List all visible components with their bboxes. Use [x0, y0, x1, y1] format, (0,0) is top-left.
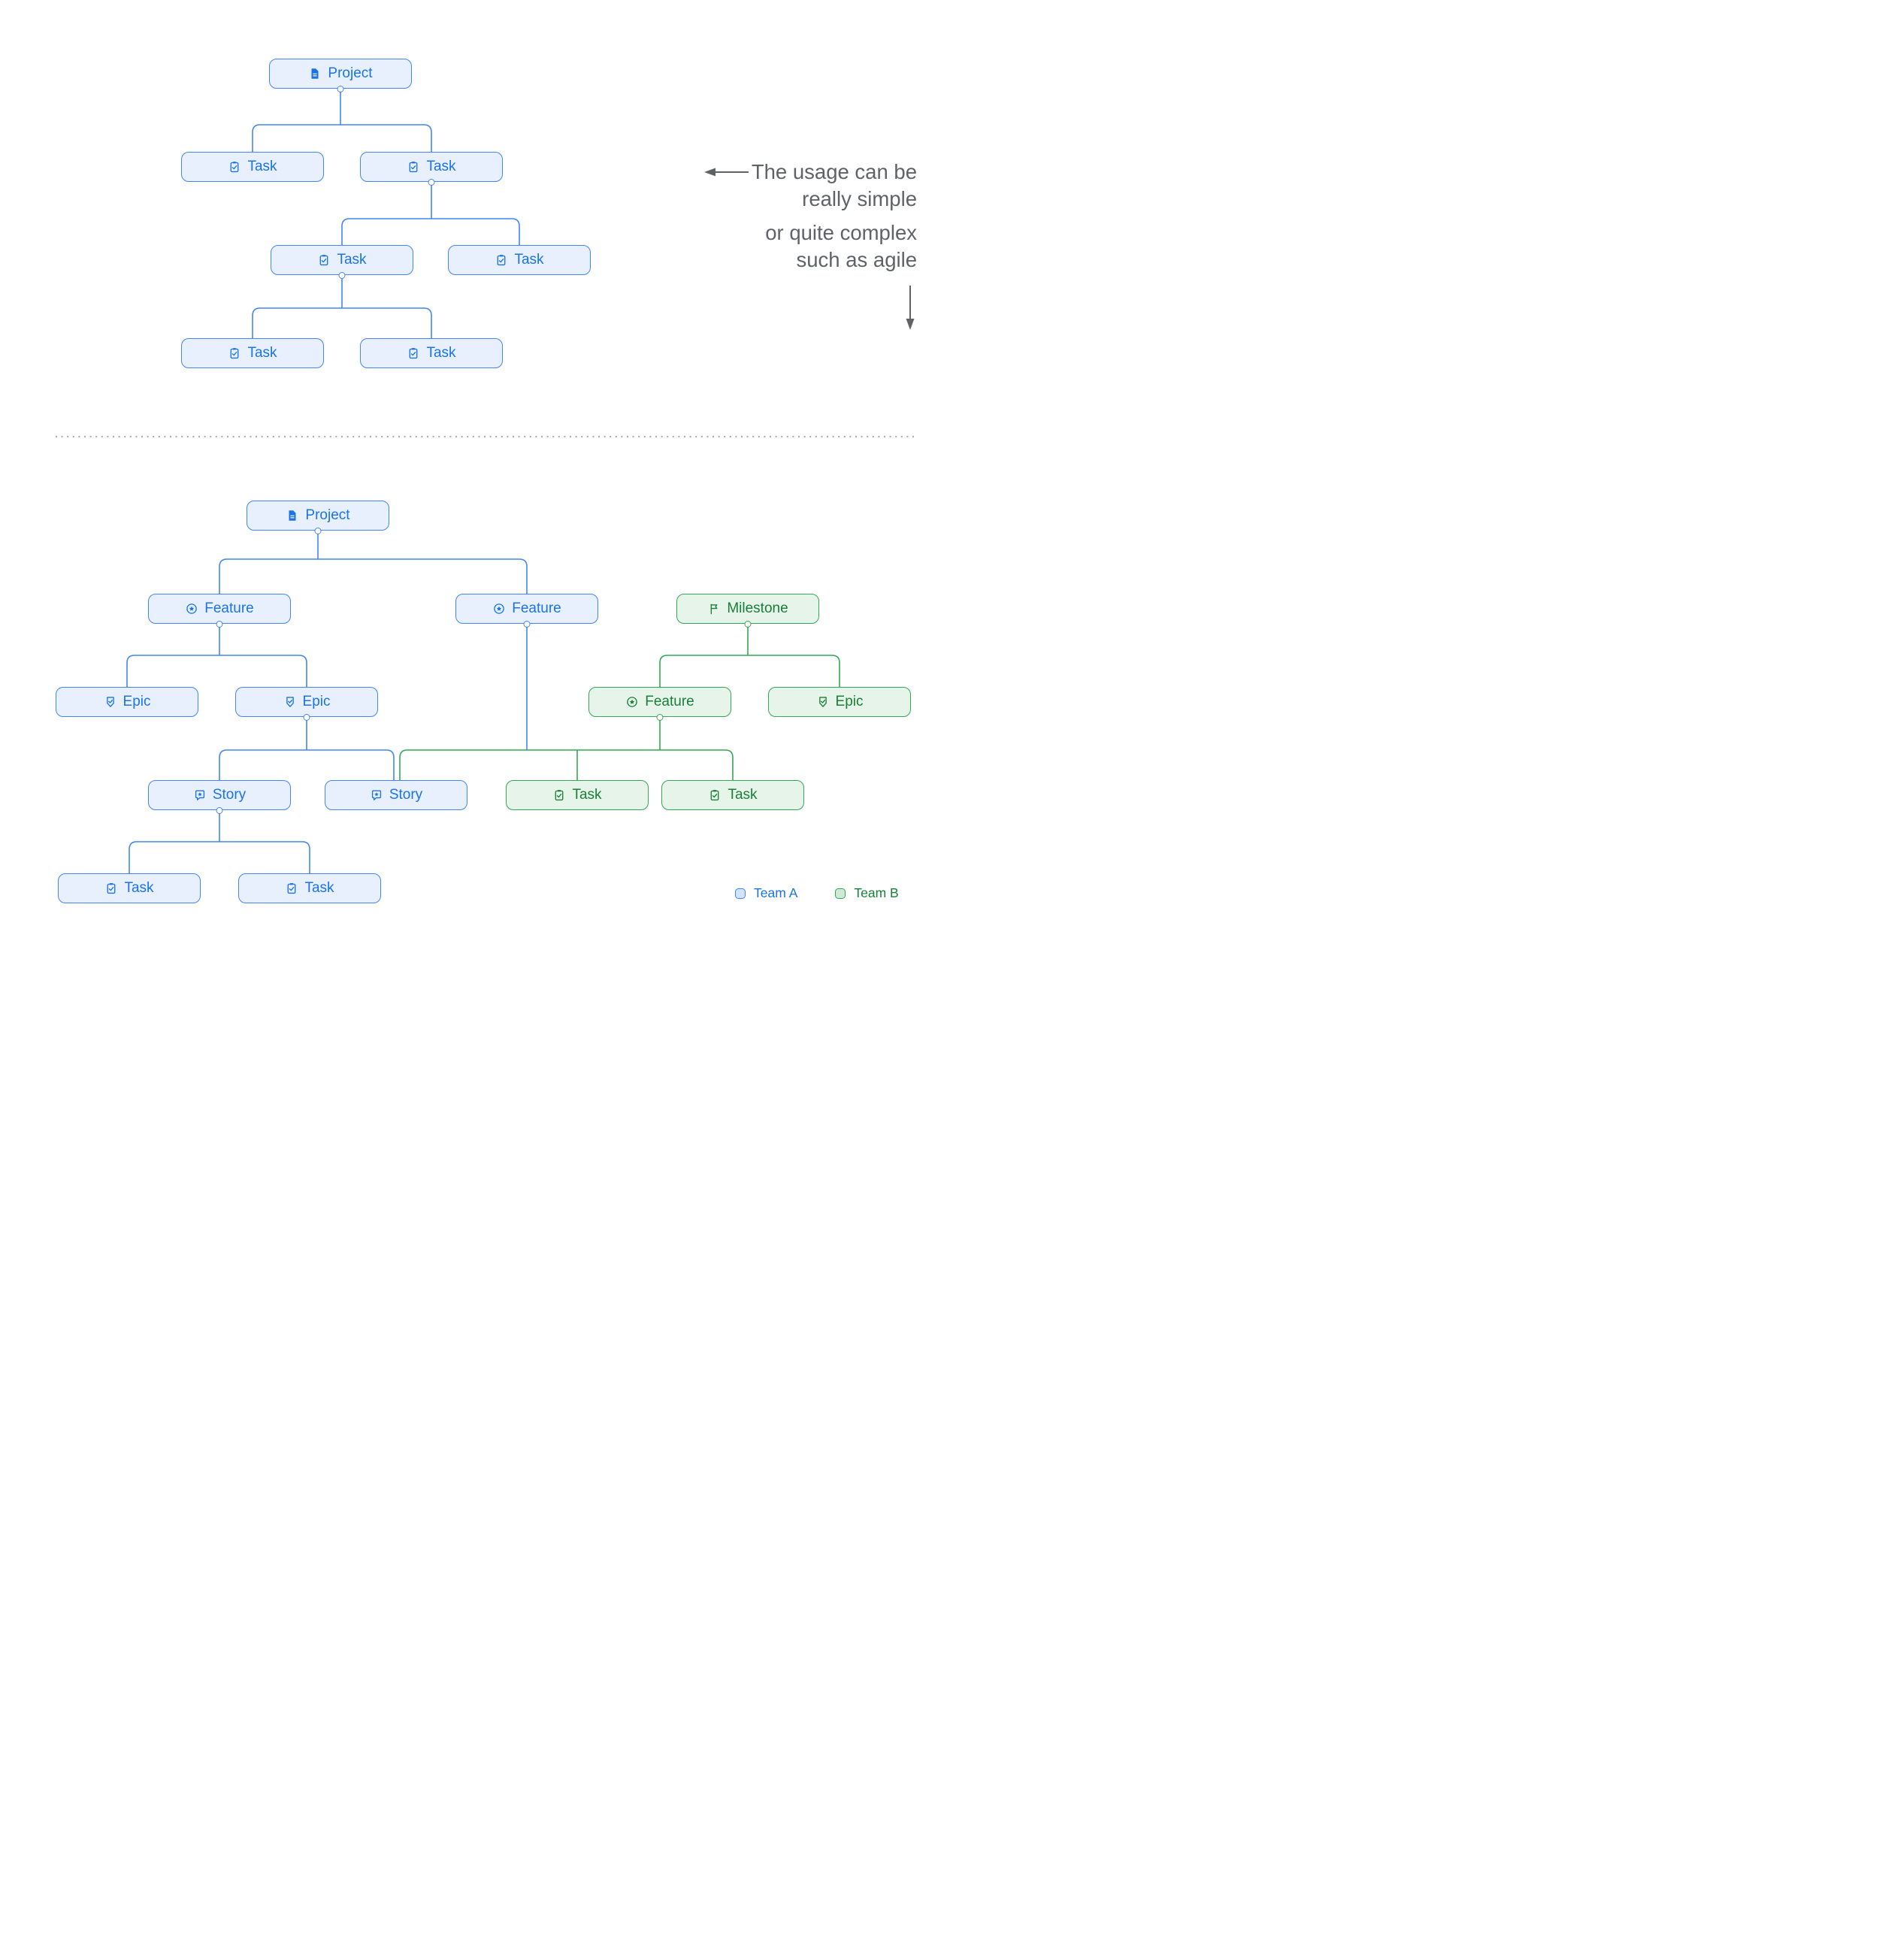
node-epic: Epic [56, 687, 198, 717]
node-project: Project [269, 59, 412, 92]
connector-port [303, 713, 310, 721]
legend: Team A Team B [735, 885, 899, 901]
node-label: Task [514, 252, 544, 268]
project-icon [286, 509, 299, 522]
node-label: Feature [512, 600, 561, 616]
node-task: Task [506, 780, 649, 810]
annotation-line: or quite complex [765, 221, 917, 244]
node-label: Epic [835, 694, 864, 709]
node-label: Task [426, 345, 456, 361]
connector-port [337, 85, 344, 92]
project-icon [308, 67, 322, 80]
connector-port [314, 527, 322, 534]
team-a-swatch-icon [735, 888, 746, 899]
connector-port [216, 806, 223, 814]
annotation-line: such as agile [796, 248, 917, 271]
task-icon [228, 346, 241, 360]
task-icon [407, 160, 420, 174]
node-label: Task [247, 159, 277, 174]
node-label: Epic [302, 694, 331, 709]
node-label: Project [305, 507, 350, 523]
connector-port [338, 271, 346, 279]
task-icon [407, 346, 420, 360]
node-task: Task [181, 338, 324, 368]
node-task: Task [271, 245, 413, 279]
node-task: Task [360, 338, 503, 368]
down-arrow-icon [906, 286, 915, 330]
task-icon [317, 253, 331, 267]
legend-item-team-b: Team B [835, 885, 899, 901]
node-feature: Feature [455, 594, 598, 628]
node-milestone: Milestone [676, 594, 819, 628]
epic-icon [104, 695, 117, 709]
node-task: Task [181, 152, 324, 182]
task-icon [285, 882, 298, 895]
task-icon [104, 882, 118, 895]
node-label: Task [304, 880, 334, 896]
annotation-note: The usage can be really simple or quite … [752, 159, 917, 274]
node-label: Milestone [727, 600, 788, 616]
node-story: Story [148, 780, 291, 814]
connector-port [656, 713, 664, 721]
legend-label: Team B [854, 885, 899, 900]
node-task: Task [661, 780, 804, 810]
node-feature: Feature [148, 594, 291, 628]
epic-icon [283, 695, 297, 709]
legend-item-team-a: Team A [735, 885, 797, 901]
node-task: Task [448, 245, 591, 275]
epic-icon [816, 695, 830, 709]
node-label: Story [389, 787, 423, 803]
story-icon [193, 788, 207, 802]
connector-port [523, 620, 531, 628]
milestone-icon [707, 602, 721, 616]
node-label: Feature [645, 694, 694, 709]
node-label: Story [212, 787, 247, 803]
node-label: Project [328, 65, 373, 81]
node-task: Task [58, 873, 201, 903]
task-icon [228, 160, 241, 174]
node-label: Feature [204, 600, 254, 616]
task-icon [552, 788, 566, 802]
node-label: Task [124, 880, 154, 896]
annotation-line: really simple [802, 187, 917, 210]
node-task: Task [238, 873, 381, 903]
node-label: Task [247, 345, 277, 361]
node-label: Task [728, 787, 758, 803]
feature-icon [185, 602, 198, 616]
connector-edges [126, 89, 840, 873]
node-label: Task [426, 159, 456, 174]
node-epic: Epic [768, 687, 911, 717]
connector-port [216, 620, 223, 628]
connector-port [428, 178, 435, 186]
left-arrow-icon [704, 168, 749, 177]
connector-port [744, 620, 752, 628]
dotted-separator [55, 435, 919, 438]
node-epic: Epic [235, 687, 378, 721]
legend-label: Team A [754, 885, 798, 900]
node-label: Epic [123, 694, 151, 709]
annotation-line: The usage can be [751, 160, 917, 183]
task-icon [495, 253, 508, 267]
node-label: Task [337, 252, 367, 268]
diagram-canvas: The usage can be really simple or quite … [0, 0, 952, 980]
feature-icon [492, 602, 506, 616]
feature-icon [625, 695, 639, 709]
team-b-swatch-icon [835, 888, 846, 899]
node-label: Task [572, 787, 602, 803]
node-task: Task [360, 152, 503, 186]
task-icon [708, 788, 722, 802]
story-icon [370, 788, 383, 802]
node-project: Project [247, 501, 389, 534]
node-story: Story [325, 780, 467, 810]
node-feature: Feature [588, 687, 731, 721]
